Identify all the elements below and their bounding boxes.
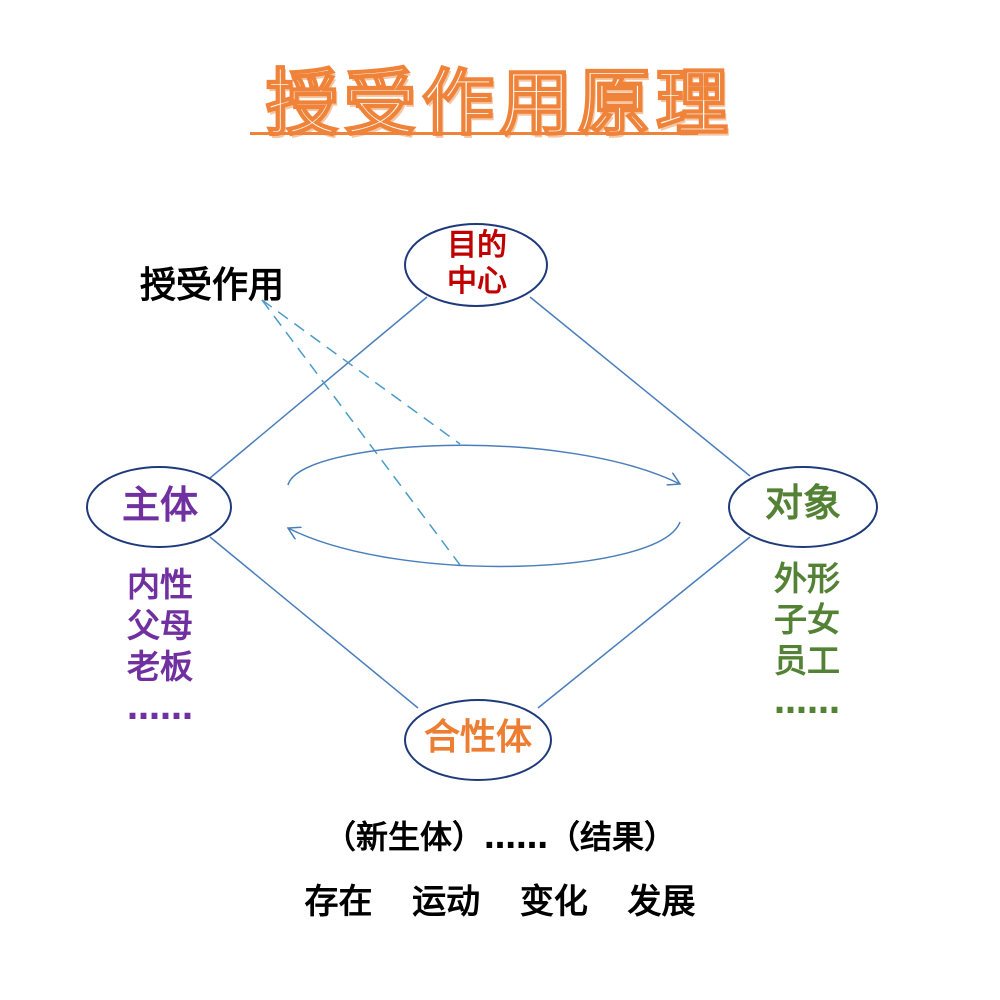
node-object-ellipse bbox=[728, 466, 878, 548]
object-list-item: 员工 bbox=[774, 641, 840, 680]
node-subject-label: 主体 bbox=[121, 483, 198, 527]
object-list-item: …… bbox=[774, 682, 840, 721]
dashed-pointer-upper bbox=[261, 299, 461, 445]
flow-arrow-lower bbox=[288, 521, 681, 568]
object-list: 外形 子女 员工 …… bbox=[752, 558, 862, 722]
object-list-item: 子女 bbox=[774, 600, 840, 639]
page-title: 授受作用原理 bbox=[265, 60, 734, 146]
states-line: 存在 运动 变化 发展 bbox=[304, 882, 696, 922]
flow-arrow-upper bbox=[287, 444, 680, 485]
interaction-label: 授受作用 bbox=[140, 265, 285, 306]
node-object-label: 对象 bbox=[764, 481, 841, 525]
subject-list-item: 内性 bbox=[127, 565, 193, 604]
edge-center-object bbox=[529, 296, 751, 477]
object-list-item: 外形 bbox=[774, 559, 840, 598]
node-center-ellipse bbox=[404, 223, 548, 307]
edge-subject-union bbox=[209, 536, 419, 709]
node-center-text: 目的 中心 bbox=[447, 228, 507, 299]
subject-list-item: …… bbox=[127, 688, 193, 727]
node-subject-ellipse bbox=[86, 466, 232, 548]
subject-list-item: 老板 bbox=[127, 647, 193, 686]
node-center-label: 目的 中心 bbox=[407, 228, 547, 300]
subject-list: 内性 父母 老板 …… bbox=[105, 564, 215, 728]
node-union-label: 合性体 bbox=[423, 717, 532, 758]
title-underline bbox=[250, 132, 698, 135]
dashed-pointer-lower bbox=[261, 299, 461, 566]
edge-center-subject bbox=[209, 296, 428, 479]
node-union-ellipse bbox=[404, 699, 552, 781]
subject-list-item: 父母 bbox=[127, 606, 193, 645]
result-line: （新生体）……（结果） bbox=[323, 818, 676, 856]
edge-object-union bbox=[537, 536, 751, 709]
